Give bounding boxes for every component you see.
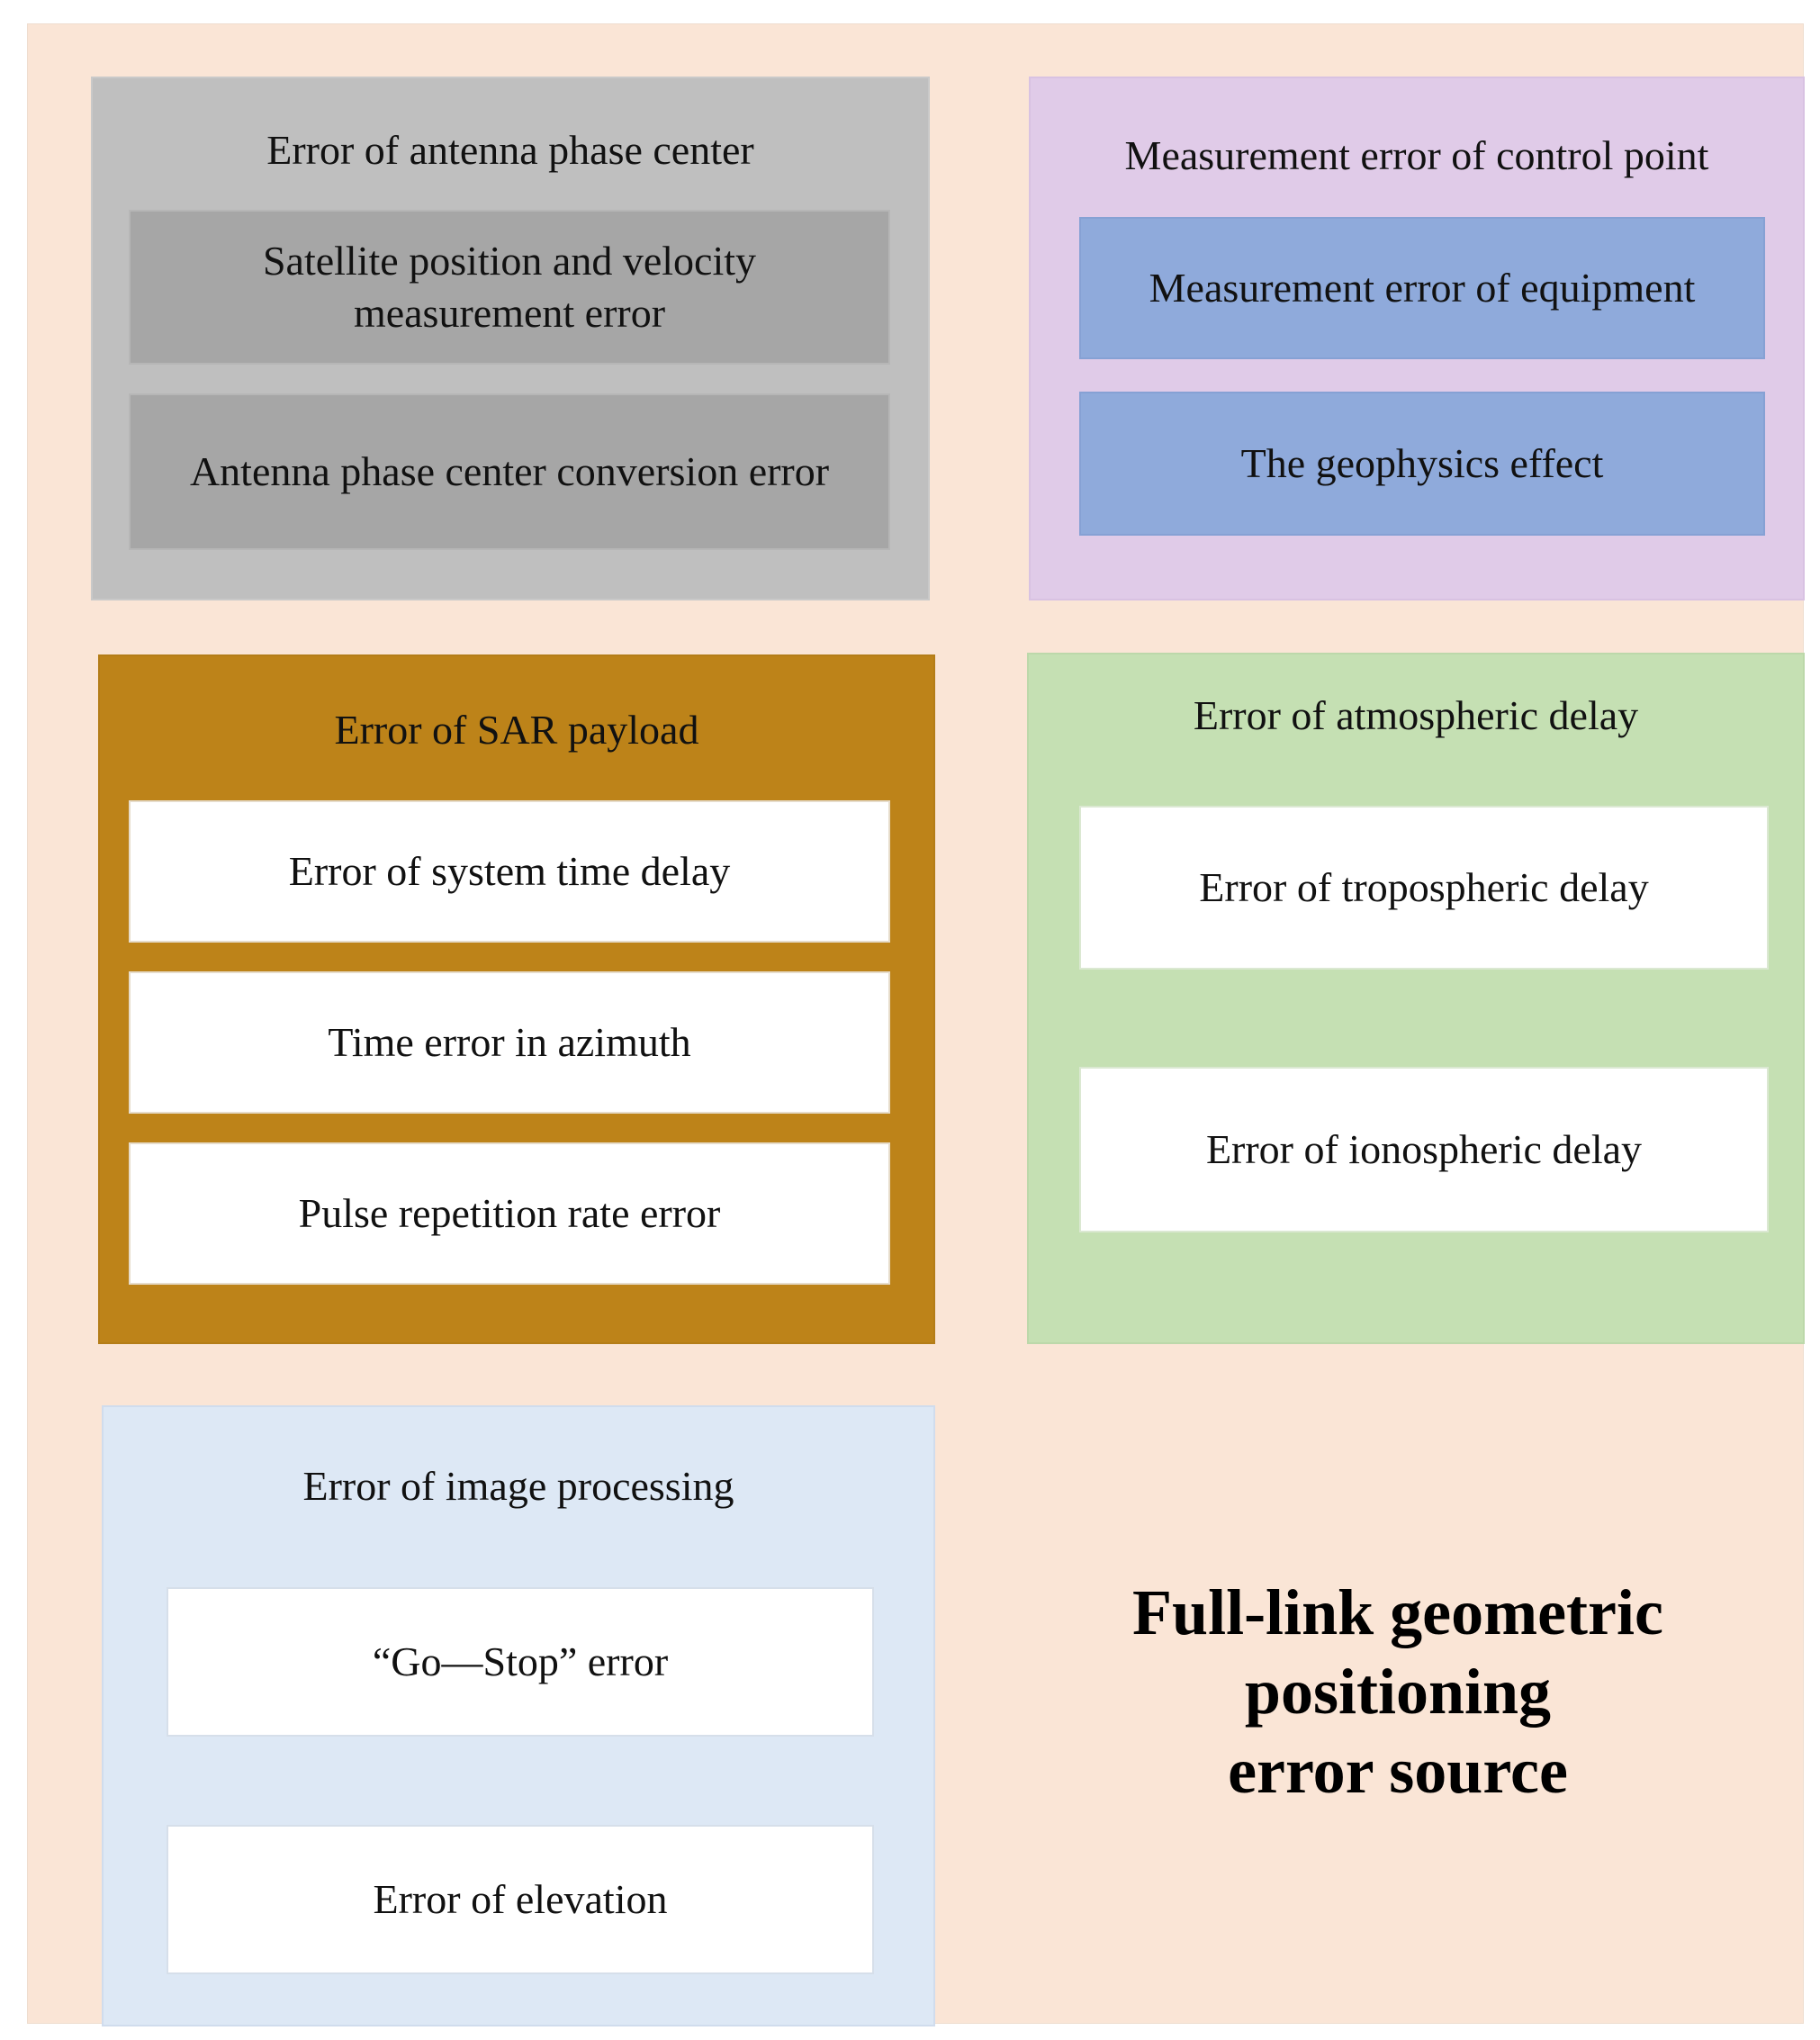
item-satellite-position-velocity: Satellite position and velocity measurem…	[129, 210, 890, 365]
item-text: Error of elevation	[373, 1876, 668, 1922]
group-sar-payload: Error of SAR payload Error of system tim…	[98, 654, 935, 1344]
item-geophysics-effect: The geophysics effect	[1079, 392, 1765, 536]
item-go-stop-error: “Go—Stop” error	[167, 1587, 874, 1737]
group-title-sar: Error of SAR payload	[334, 707, 699, 753]
group-atmospheric-delay: Error of atmospheric delay Error of trop…	[1027, 653, 1805, 1344]
item-tropospheric-delay: Error of tropospheric delay	[1079, 806, 1769, 970]
main-title-line: positioning	[1244, 1656, 1552, 1728]
group-title-atmos: Error of atmospheric delay	[1193, 692, 1639, 738]
item-antenna-conversion: Antenna phase center conversion error	[129, 393, 890, 550]
group-title-image: Error of image processing	[302, 1463, 734, 1509]
item-azimuth-time-error: Time error in azimuth	[129, 971, 890, 1114]
group-title-antenna: Error of antenna phase center	[266, 127, 754, 173]
item-system-time-delay: Error of system time delay	[129, 800, 890, 943]
diagram-canvas: Error of antenna phase center Satellite …	[27, 23, 1805, 2026]
group-title-control: Measurement error of control point	[1124, 132, 1709, 178]
item-text: Time error in azimuth	[328, 1019, 691, 1065]
group-control-point: Measurement error of control point Measu…	[1029, 77, 1805, 600]
item-pulse-repetition-error: Pulse repetition rate error	[129, 1142, 890, 1285]
item-text-line: measurement error	[353, 290, 666, 336]
main-title-line: Full-link geometric	[1132, 1576, 1663, 1648]
group-antenna-phase-center: Error of antenna phase center Satellite …	[91, 77, 930, 600]
group-image-processing: Error of image processing “Go—Stop” erro…	[102, 1405, 935, 2026]
diagram-main-title: Full-link geometric positioning error so…	[1029, 1573, 1767, 1810]
item-text: Error of tropospheric delay	[1199, 864, 1649, 910]
item-text: “Go—Stop” error	[372, 1638, 669, 1684]
item-text: Error of system time delay	[288, 848, 731, 894]
item-text: The geophysics effect	[1240, 440, 1604, 486]
item-text: Measurement error of equipment	[1149, 265, 1696, 311]
item-text: Pulse repetition rate error	[298, 1190, 721, 1236]
item-ionospheric-delay: Error of ionospheric delay	[1079, 1067, 1769, 1232]
item-text-line: Satellite position and velocity	[262, 238, 757, 284]
item-text: Antenna phase center conversion error	[189, 448, 830, 494]
item-equipment-error: Measurement error of equipment	[1079, 217, 1765, 359]
main-title-line: error source	[1228, 1735, 1568, 1807]
item-text: Error of ionospheric delay	[1205, 1126, 1643, 1172]
item-elevation-error: Error of elevation	[167, 1825, 874, 1974]
